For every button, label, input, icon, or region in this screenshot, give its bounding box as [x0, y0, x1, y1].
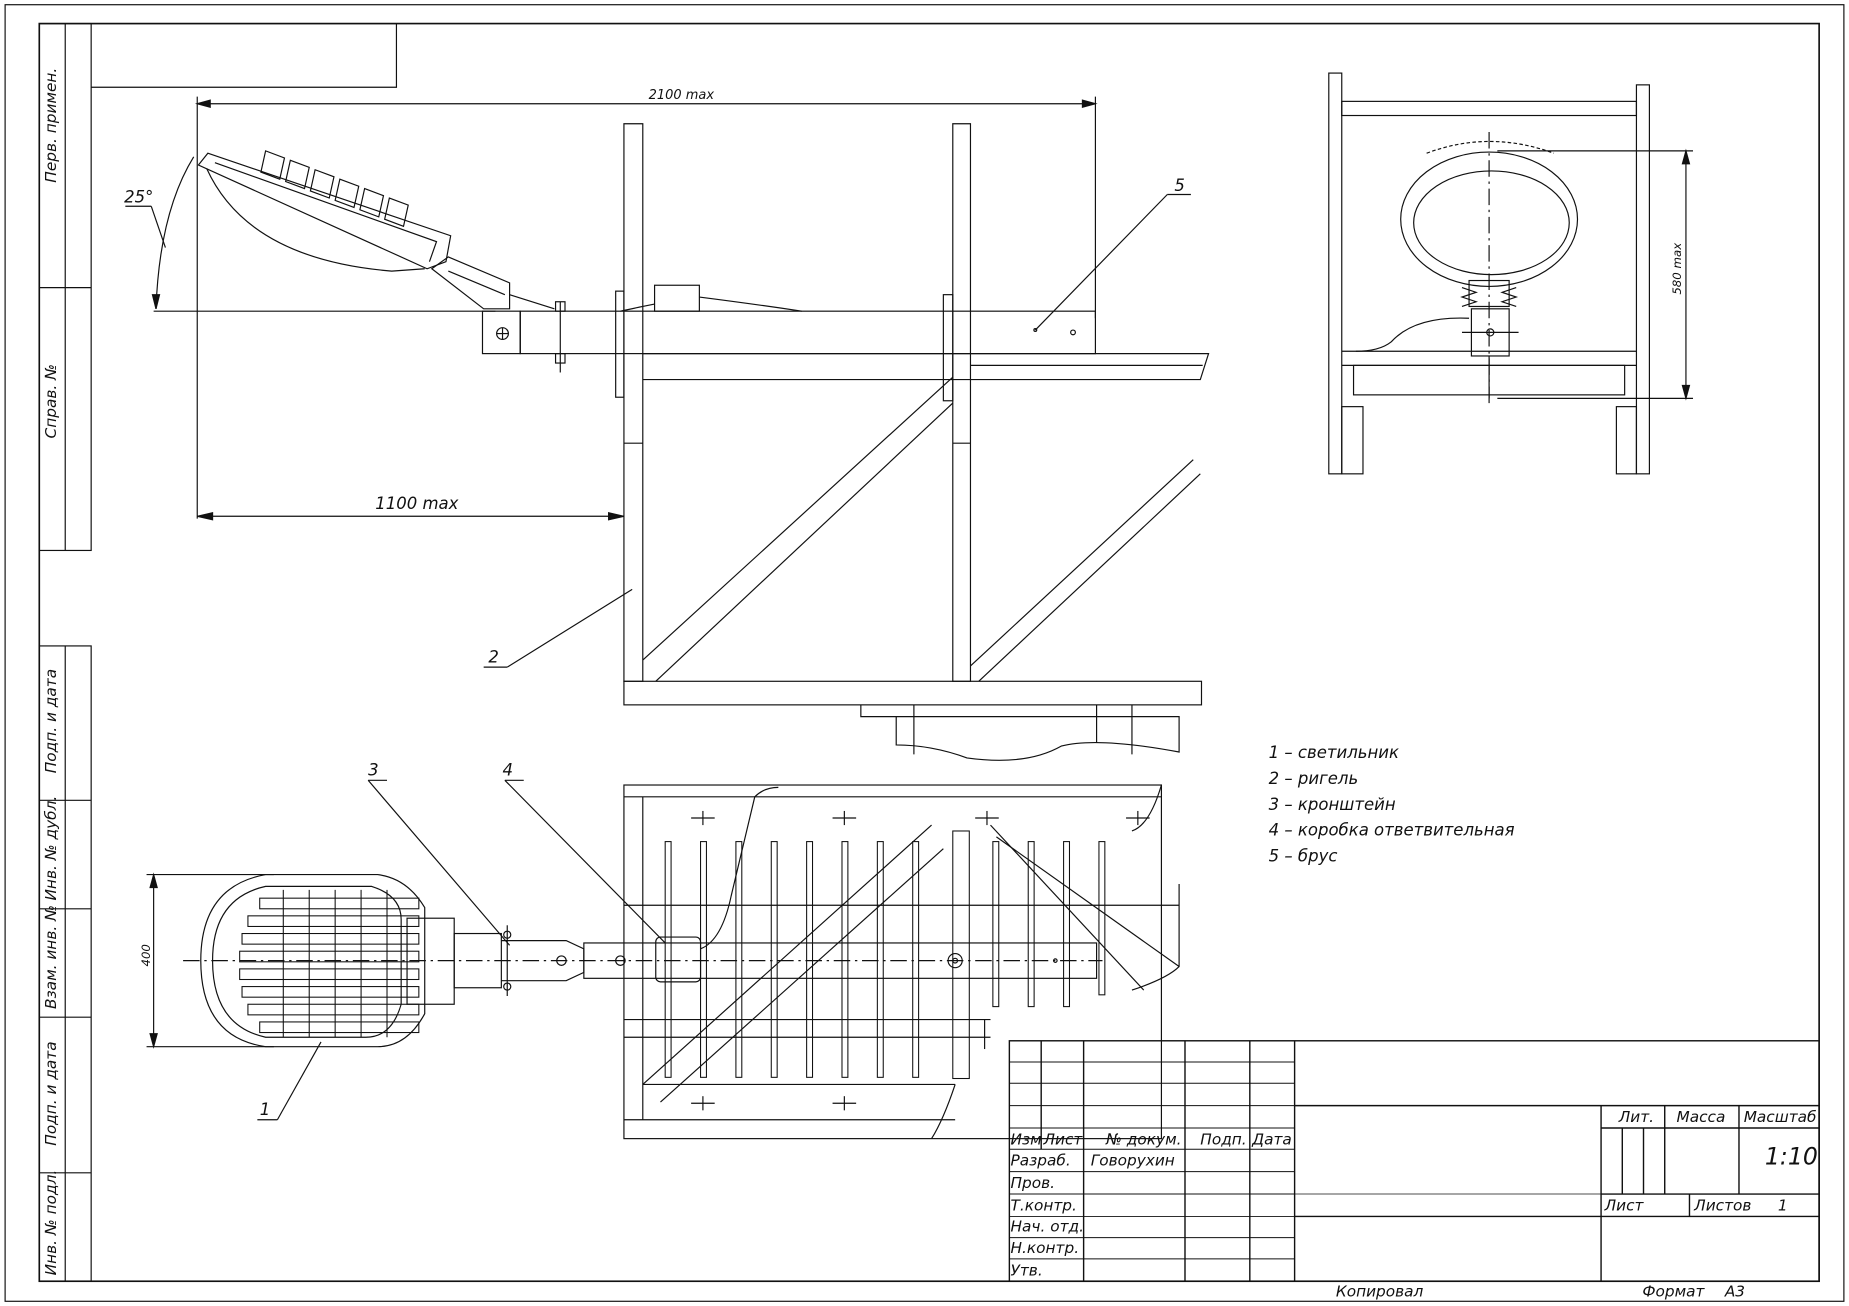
footer-format-label: Формат — [1642, 1283, 1705, 1301]
top-left-stamp-box — [91, 22, 398, 88]
dim-angle: 25° — [124, 188, 153, 207]
title-block — [1008, 1040, 1820, 1282]
stamp-sprav-no: Справ. № — [42, 364, 60, 439]
footer-kopiroval: Копировал — [1336, 1283, 1424, 1301]
stamp-inv-podl: Инв. № подл. — [42, 1170, 60, 1276]
tb-col-data: Дата — [1251, 1131, 1292, 1149]
tb-col-podp: Подп. — [1200, 1131, 1246, 1149]
dim-width-plan: 400 — [139, 944, 153, 966]
callout-5: 5 — [1174, 176, 1185, 195]
callout-2: 2 — [488, 647, 499, 666]
dim-length-bracket: 1100 max — [375, 494, 458, 513]
legend-item-1: 1 – светильник — [1269, 743, 1399, 762]
tb-list-label: Лист — [1604, 1197, 1645, 1215]
tb-col-list: Лист — [1043, 1131, 1084, 1149]
callout-4: 4 — [503, 761, 514, 780]
stamp-inv-dubl: Инв. № дубл. — [42, 796, 60, 901]
stamp-vzam-inv: Взам. инв. № — [42, 905, 60, 1009]
tb-row-tkontr: Т.контр. — [1011, 1197, 1077, 1215]
tb-row-nkontr: Н.контр. — [1011, 1239, 1080, 1257]
stamp-perv-primen: Перв. примен. — [42, 68, 60, 183]
stamp-podp-data-bottom: Подп. и дата — [42, 1041, 60, 1145]
tb-listov-value: 1 — [1778, 1197, 1788, 1215]
drawing-frame — [38, 22, 1820, 1283]
tb-razrab-name: Говорухин — [1091, 1152, 1175, 1170]
tb-massa: Масса — [1677, 1108, 1726, 1126]
side-view — [125, 96, 1210, 761]
tb-row-nachotd: Нач. отд. — [1011, 1218, 1084, 1236]
legend-item-4: 4 – коробка ответвительная — [1269, 821, 1515, 840]
tb-scale-value: 1:10 — [1765, 1143, 1818, 1171]
tb-col-doc: № докум. — [1105, 1131, 1181, 1149]
tb-row-razrab: Разраб. — [1011, 1152, 1071, 1170]
tb-listov-label: Листов — [1693, 1197, 1751, 1215]
dim-length-total: 2100 max — [649, 88, 715, 103]
callout-3: 3 — [368, 761, 379, 780]
front-view — [1328, 72, 1694, 475]
tb-col-izm: Изм — [1011, 1131, 1042, 1149]
tb-lit: Лит. — [1618, 1108, 1654, 1126]
legend: 1 – светильник 2 – ригель 3 – кронштейн … — [1269, 743, 1515, 866]
legend-item-3: 3 – кронштейн — [1269, 795, 1396, 814]
dim-height-right: 580 max — [1670, 242, 1684, 295]
footer-format-value: А3 — [1724, 1283, 1745, 1301]
plan-view — [146, 779, 1180, 1140]
stamp-podp-data-top: Подп. и дата — [42, 669, 60, 773]
callout-1: 1 — [260, 1100, 271, 1119]
tb-row-utv: Утв. — [1011, 1261, 1043, 1279]
tb-masshtab: Масштаб — [1744, 1108, 1817, 1126]
legend-item-2: 2 – ригель — [1269, 769, 1359, 788]
sheet-outer-border — [4, 4, 1845, 1302]
tb-row-prov: Пров. — [1011, 1174, 1056, 1192]
legend-item-5: 5 – брус — [1269, 847, 1338, 866]
